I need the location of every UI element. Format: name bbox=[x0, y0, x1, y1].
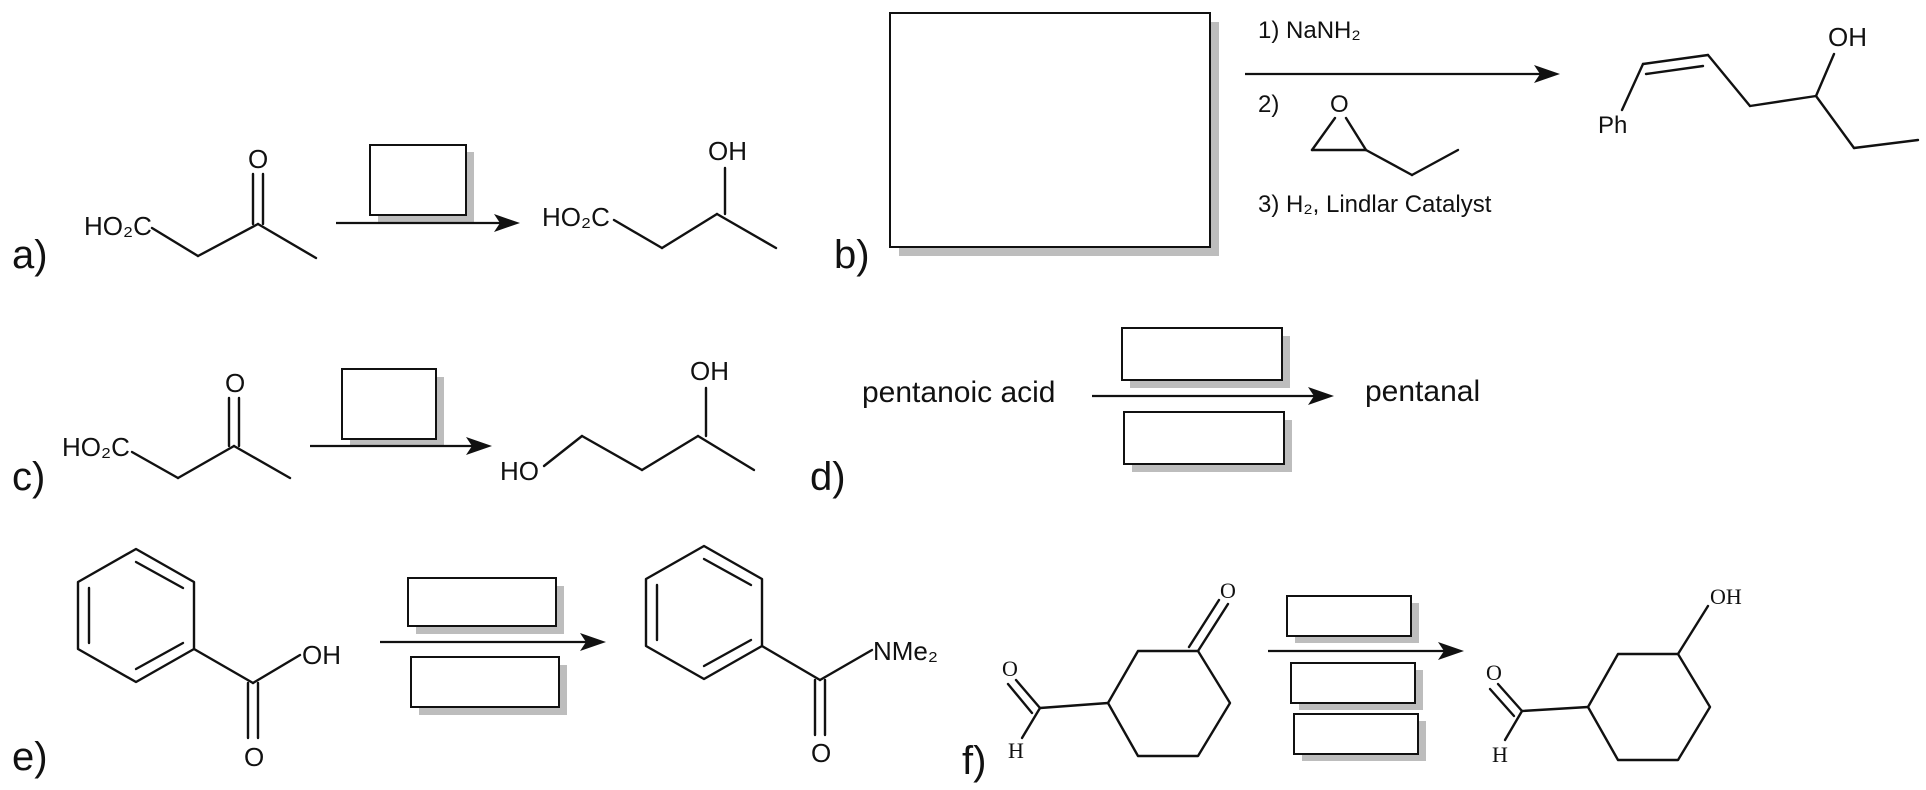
part-e-label: e) bbox=[12, 735, 48, 779]
part-d-reactant: pentanoic acid bbox=[862, 376, 1055, 409]
part-b-label: b) bbox=[834, 233, 870, 277]
part-f-hydroxy: OH bbox=[1710, 584, 1742, 609]
part-a-product-skeleton bbox=[612, 166, 778, 250]
part-c-product-skeleton bbox=[542, 386, 756, 472]
part-f-product-skeleton bbox=[1488, 604, 1712, 762]
part-c-reactant-skeleton bbox=[130, 396, 292, 480]
part-e-acid-oh: OH bbox=[302, 640, 341, 670]
part-f-product-aldehyde-hydrogen: H bbox=[1492, 742, 1508, 767]
part-a-label: a) bbox=[12, 233, 48, 277]
part-f-aldehyde-hydrogen: H bbox=[1008, 738, 1024, 763]
part-b-arrow bbox=[1245, 65, 1560, 83]
part-b-step2: 2) bbox=[1258, 91, 1279, 118]
part-f-reactant-skeleton bbox=[1006, 598, 1232, 758]
part-b-product-skeleton bbox=[1620, 52, 1920, 150]
part-d-arrow bbox=[1092, 387, 1334, 405]
part-a-hydroxy: OH bbox=[708, 136, 747, 166]
part-e-amide-group: NMe₂ bbox=[873, 636, 938, 666]
part-a-reactant-skeleton bbox=[150, 172, 318, 260]
part-d-reagent-box-1[interactable] bbox=[1121, 327, 1283, 381]
part-f-label: f) bbox=[962, 739, 986, 783]
part-d-reagent-box-2[interactable] bbox=[1123, 411, 1285, 465]
part-c-reagent-box[interactable] bbox=[341, 368, 437, 440]
part-f-ketone-oxygen: O bbox=[1220, 578, 1236, 603]
part-b-epoxide-skeleton bbox=[1310, 116, 1460, 177]
part-e-reactant-skeleton bbox=[76, 547, 302, 740]
part-f-aldehyde-oxygen: O bbox=[1002, 656, 1018, 681]
part-e-arrow bbox=[380, 633, 606, 651]
part-a-arrow bbox=[336, 214, 520, 232]
part-e-amide-oxygen: O bbox=[811, 738, 831, 768]
part-c-ketone-oxygen: O bbox=[225, 368, 245, 398]
part-b-phenyl: Ph bbox=[1598, 112, 1627, 139]
part-e-product-skeleton bbox=[644, 544, 874, 737]
part-f-reagent-box-1[interactable] bbox=[1286, 595, 1412, 637]
part-e-reagent-box-2[interactable] bbox=[410, 656, 560, 708]
part-a-reagent-box[interactable] bbox=[369, 144, 467, 216]
part-b-reactant-box[interactable] bbox=[889, 12, 1211, 248]
part-b-step1: 1) NaNH₂ bbox=[1258, 17, 1361, 44]
part-c-reactant-group: HO₂C bbox=[62, 432, 130, 462]
part-c-hydroxy: OH bbox=[690, 356, 729, 386]
part-a-reactant-group: HO₂C bbox=[84, 211, 152, 241]
part-e-reagent-box-1[interactable] bbox=[407, 577, 557, 627]
part-f-product-aldehyde-oxygen: O bbox=[1486, 660, 1502, 685]
part-f-arrow bbox=[1268, 642, 1464, 660]
part-b-hydroxy: OH bbox=[1828, 22, 1867, 52]
part-d-label: d) bbox=[810, 455, 846, 499]
part-c-arrow bbox=[310, 437, 492, 455]
part-a-product-group: HO₂C bbox=[542, 202, 610, 232]
part-b-epoxide-oxygen: O bbox=[1330, 91, 1349, 118]
part-b-step3: 3) H₂, Lindlar Catalyst bbox=[1258, 191, 1492, 218]
part-e-acid-oxygen: O bbox=[244, 742, 264, 772]
part-c-product-ho: HO bbox=[500, 456, 539, 486]
part-f-reagent-box-2[interactable] bbox=[1290, 662, 1416, 704]
part-c-label: c) bbox=[12, 455, 45, 499]
part-d-product: pentanal bbox=[1365, 375, 1480, 408]
part-f-reagent-box-3[interactable] bbox=[1293, 713, 1419, 755]
part-a-ketone-oxygen: O bbox=[248, 144, 268, 174]
